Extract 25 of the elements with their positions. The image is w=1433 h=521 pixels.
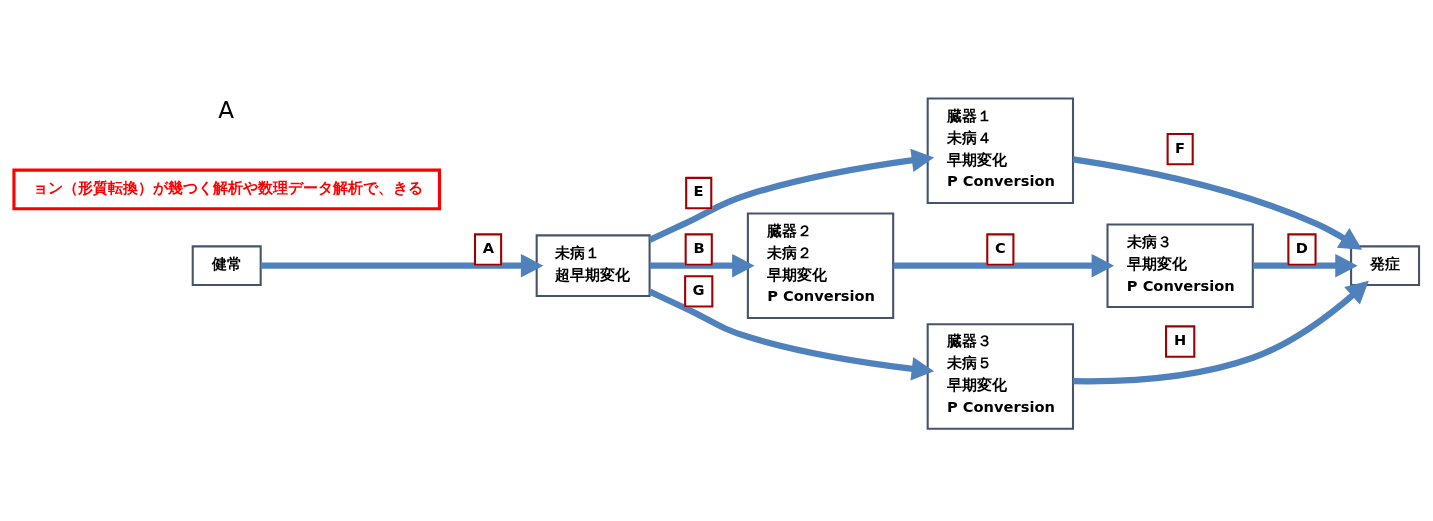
edge-label: D: [1295, 238, 1308, 256]
node-box: 臓器１ 未病４ 早期変化 P Conversion: [926, 97, 1075, 205]
arrow: [893, 253, 1115, 278]
node-box: 未病３ 早期変化 P Conversion: [1106, 223, 1254, 309]
edge-label: G: [692, 280, 705, 298]
label: A: [218, 96, 235, 123]
arrow: [1253, 253, 1358, 278]
arrow: [1072, 156, 1363, 250]
node-box: 未病１ 超早期変化: [535, 234, 651, 298]
arrow: [649, 253, 755, 278]
edge-label: F: [1174, 138, 1185, 156]
node-box: 臓器２ 未病２ 早期変化 P Conversion: [746, 212, 895, 320]
node-box: 健常: [191, 245, 262, 287]
arrow: [260, 253, 544, 278]
edge-label: H: [1173, 330, 1187, 348]
edge-label: E: [693, 182, 704, 200]
edge-label: B: [693, 238, 705, 256]
node-box: ョン（形質転換）が幾つく解析や数理データ解析で、きる: [12, 168, 441, 211]
arrow: [648, 148, 935, 243]
node-box: 発症: [1350, 245, 1421, 287]
edge-label: C: [995, 238, 1006, 256]
arrow: [648, 288, 935, 381]
arrow: [1073, 280, 1369, 385]
edge-label: A: [482, 238, 495, 256]
node-box: 臓器３ 未病５ 早期変化 P Conversion: [926, 323, 1075, 430]
